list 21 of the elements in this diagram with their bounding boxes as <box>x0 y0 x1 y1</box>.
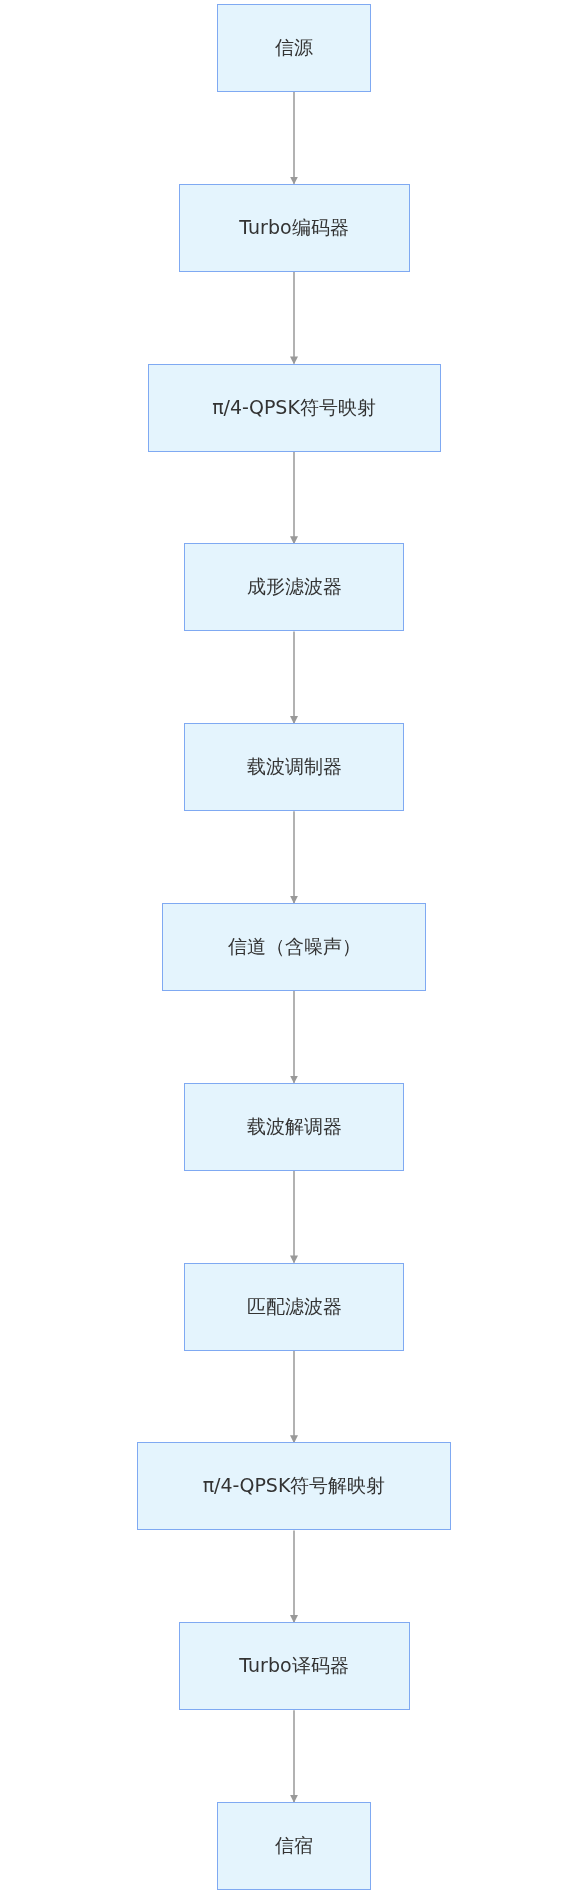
arrow <box>290 450 298 545</box>
arrow <box>290 1709 298 1803</box>
arrow <box>290 1529 298 1623</box>
process-box: π/4-QPSK符号解映射 <box>137 1442 451 1531</box>
process-box: 载波解调器 <box>184 1082 404 1171</box>
process-box: Turbo译码器 <box>178 1622 410 1711</box>
process-box: 载波调制器 <box>184 723 404 812</box>
arrow <box>290 271 298 365</box>
arrow <box>290 1170 298 1264</box>
process-box: π/4-QPSK符号映射 <box>147 363 441 452</box>
process-box: 成形滤波器 <box>184 543 404 632</box>
arrow <box>290 630 298 724</box>
process-box: Turbo编码器 <box>178 183 410 272</box>
arrow <box>290 91 298 185</box>
process-box: 信道（含噪声） <box>162 903 426 991</box>
arrow <box>290 990 298 1084</box>
process-box: 匹配滤波器 <box>184 1262 404 1351</box>
process-box: 信源 <box>217 4 371 92</box>
arrow <box>290 810 298 904</box>
process-box: 信宿 <box>217 1802 371 1890</box>
arrow <box>290 1349 298 1444</box>
